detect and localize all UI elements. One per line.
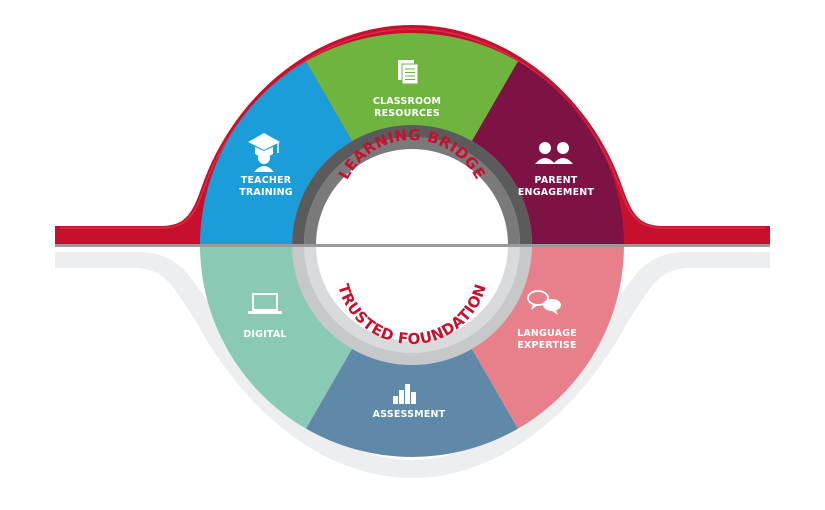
bottom-segment-label-1: ASSESSMENT (373, 409, 446, 420)
bridge-outline-highlight (60, 28, 765, 229)
top-segment-1 (306, 32, 518, 162)
bottom-segment-label-line: ASSESSMENT (373, 409, 446, 420)
top-segment-label-line: RESOURCES (374, 108, 440, 119)
top-segment-label-line: TEACHER (241, 175, 292, 186)
bottom-segment-label-line: LANGUAGE (517, 328, 577, 339)
laptop-icon (248, 293, 282, 314)
top-segment-label-line: ENGAGEMENT (518, 187, 595, 198)
top-segment-label-line: TRAINING (239, 187, 293, 198)
bottom-segment-label-line: DIGITAL (243, 329, 286, 340)
bar-chart-bar (411, 392, 416, 404)
top-segment-label-line: PARENT (535, 175, 578, 186)
documents-icon (398, 60, 419, 85)
bottom-segment-label-line: EXPERTISE (517, 340, 576, 351)
people-icon (535, 142, 573, 164)
bar-chart-bar (399, 390, 404, 404)
top-segment-label-line: CLASSROOM (373, 96, 441, 107)
bar-chart-bar (393, 396, 398, 404)
bottom-segment-label-0: DIGITAL (243, 329, 286, 340)
bar-chart-icon (393, 384, 416, 404)
horizon-line (55, 244, 770, 247)
bar-chart-bar (405, 384, 410, 404)
speech-bubbles-icon (527, 290, 561, 315)
graduation-cap-icon (248, 133, 280, 172)
